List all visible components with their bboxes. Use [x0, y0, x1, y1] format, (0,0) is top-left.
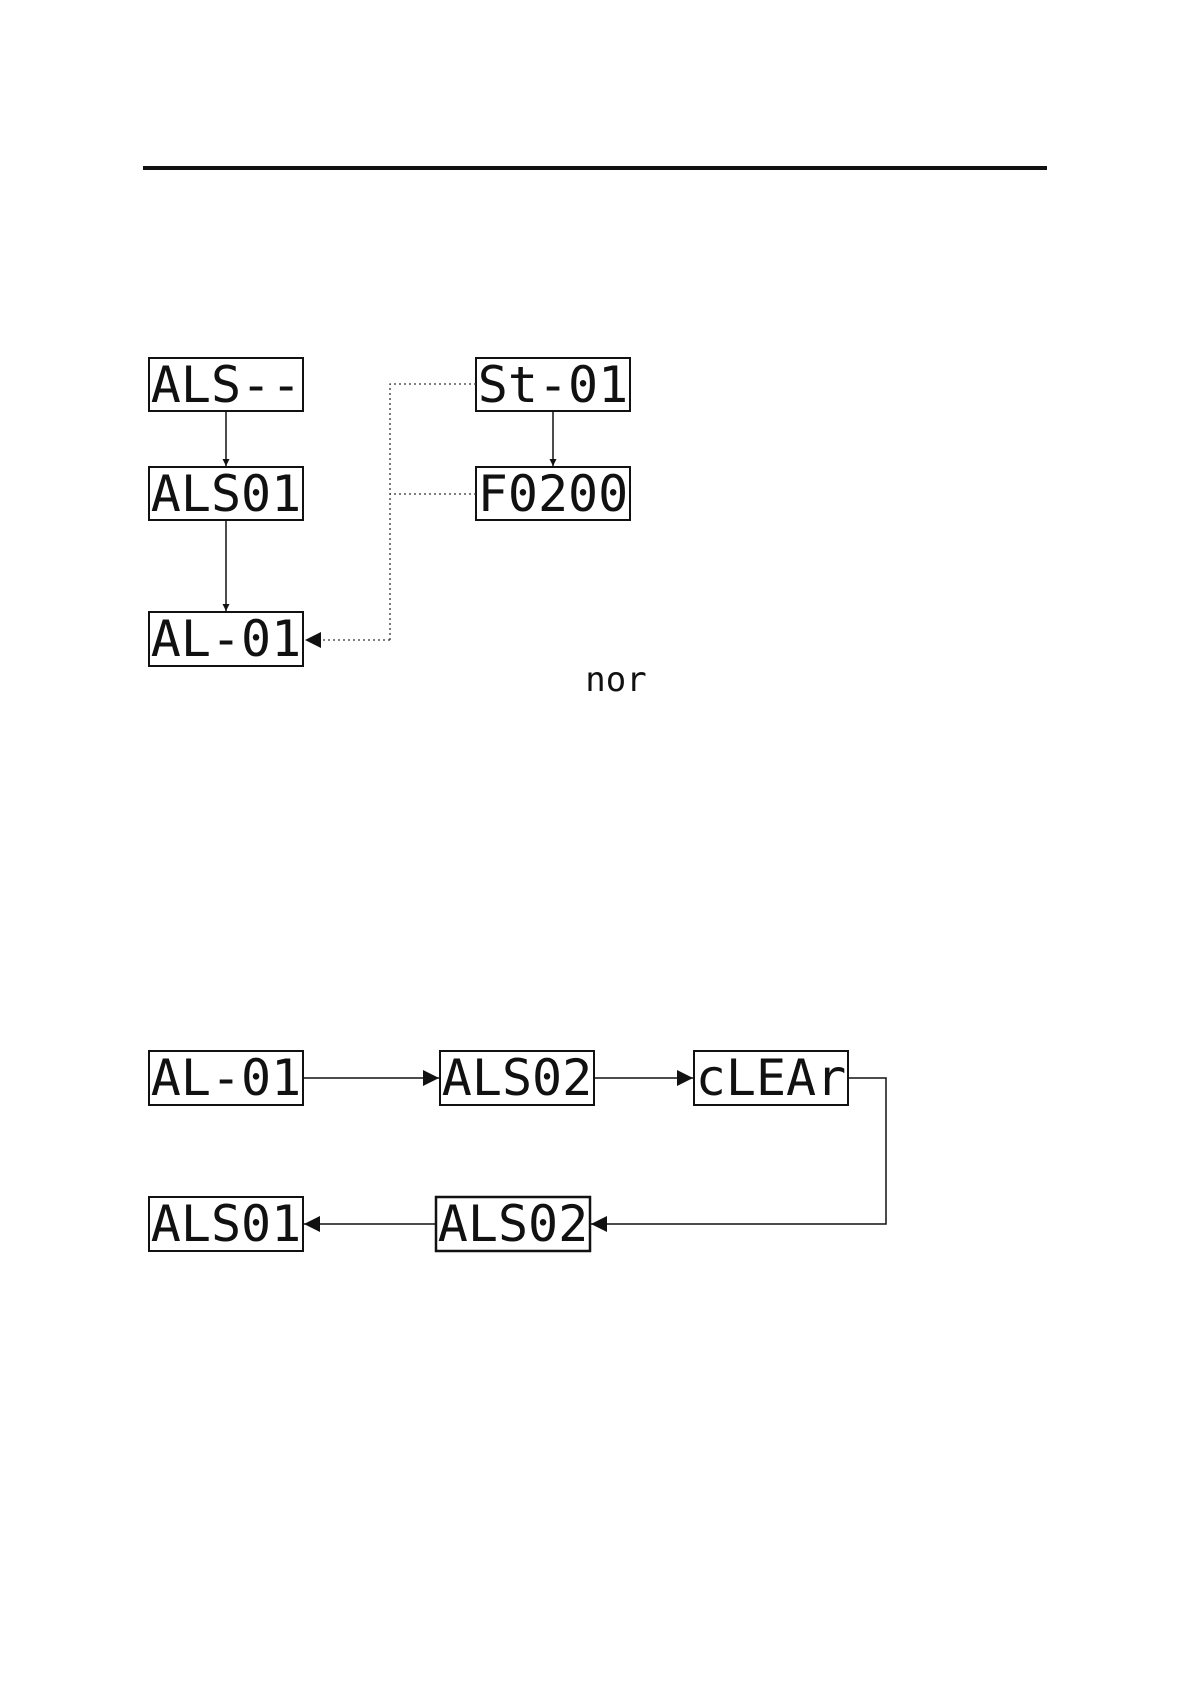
display-als01-bottom-text: ALS01 [151, 1195, 302, 1253]
dotted-connector-st01 [390, 384, 476, 640]
display-als01-text: ALS01 [151, 465, 302, 523]
display-al01-text: AL-01 [151, 610, 302, 668]
note-nor-text: nor [585, 660, 646, 700]
display-al01: AL-01 [149, 610, 303, 668]
display-f0200: F0200 [476, 465, 630, 523]
display-als01: ALS01 [149, 465, 303, 523]
display-als-blank-text: ALS-- [151, 356, 302, 414]
display-als02-top-text: ALS02 [442, 1049, 593, 1107]
display-als-blank: ALS-- [149, 356, 303, 414]
display-al01-bottom: AL-01 [149, 1049, 303, 1107]
display-als02-top: ALS02 [440, 1049, 594, 1107]
display-clear-text: cLEAr [696, 1049, 847, 1107]
display-clear: cLEAr [694, 1049, 848, 1107]
display-als01-bottom: ALS01 [149, 1195, 303, 1253]
display-als02-bottom-text: ALS02 [438, 1195, 589, 1253]
display-f0200-text: F0200 [478, 465, 629, 523]
display-al01-bottom-text: AL-01 [151, 1049, 302, 1107]
display-als02-bottom: ALS02 [436, 1195, 590, 1253]
top-diagram: ALS-- ALS01 AL-01 St-01 F0200 nor [149, 356, 647, 700]
bottom-diagram: AL-01 ALS02 cLEAr ALS02 ALS01 [149, 1049, 886, 1253]
display-st01: St-01 [476, 356, 630, 414]
display-st01-text: St-01 [478, 356, 629, 414]
